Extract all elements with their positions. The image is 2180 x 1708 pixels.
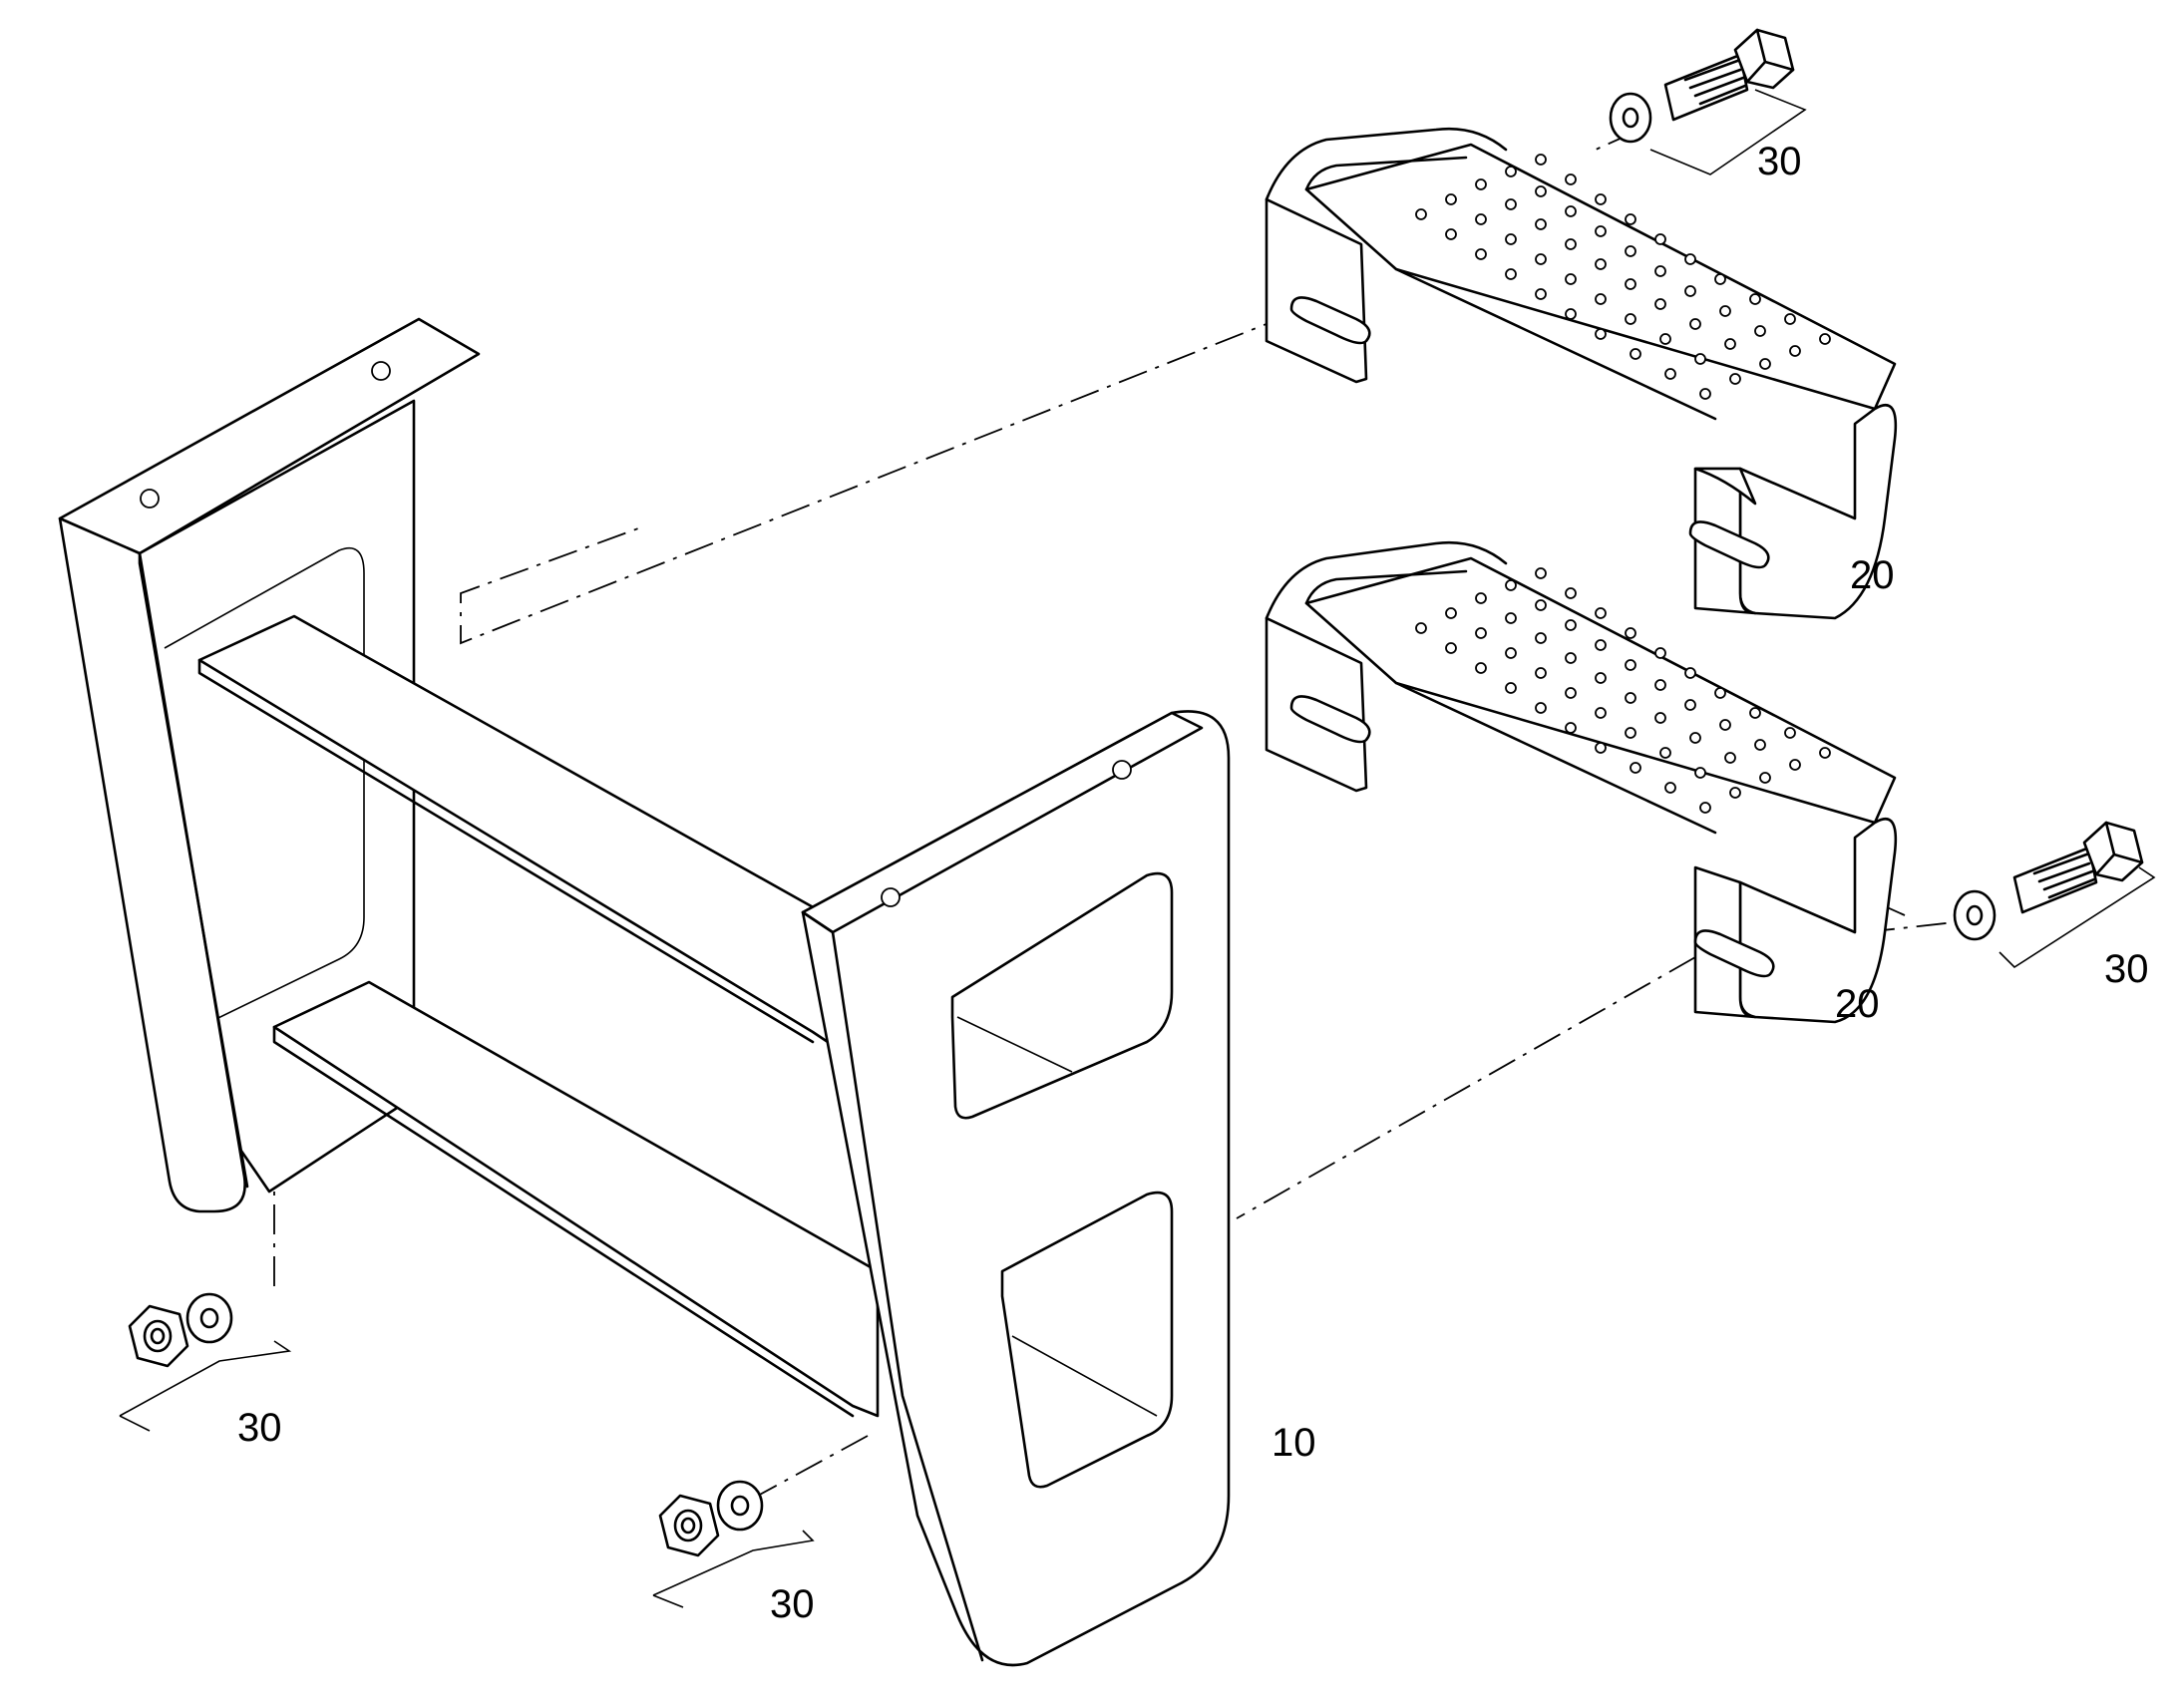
callout-frame: 10	[1272, 1421, 1316, 1465]
bolt-washer-right: 30	[1953, 821, 2156, 991]
ladder-frame: 10	[58, 317, 1316, 1667]
tread-perforations	[1415, 154, 1831, 400]
callout-bolt-top: 30	[1757, 140, 1802, 183]
callout-step-upper: 20	[1850, 553, 1895, 597]
step-lower: 20	[1265, 540, 1898, 1026]
callout-nut-bottom: 30	[770, 1582, 815, 1626]
nut-washer-left: 30	[119, 1292, 292, 1450]
tread-perforations	[1415, 567, 1831, 814]
step-upper: 20	[1265, 127, 1898, 620]
bolt-washer-top: 30	[1609, 28, 1807, 183]
callout-step-lower: 20	[1835, 982, 1880, 1026]
callout-bolt-right: 30	[2104, 947, 2149, 991]
nut-washer-bottom: 30	[652, 1480, 815, 1626]
callout-nut-left: 30	[237, 1406, 282, 1450]
